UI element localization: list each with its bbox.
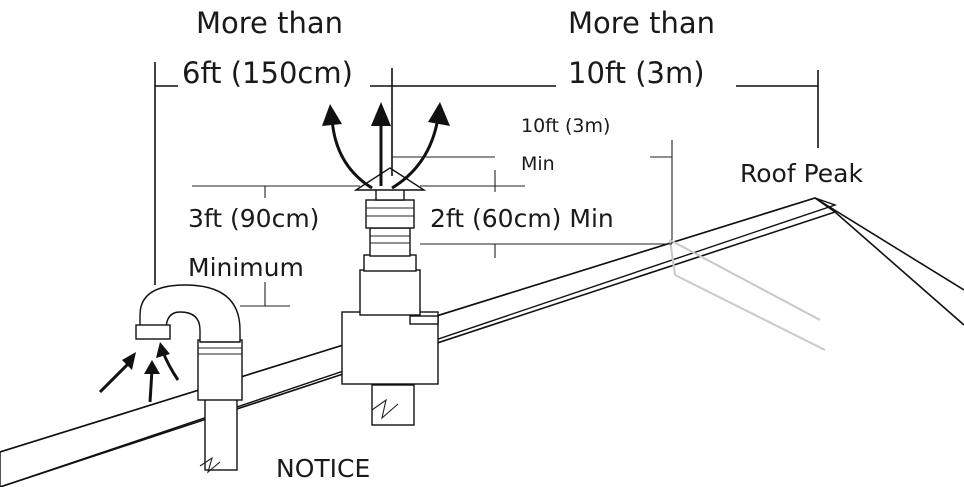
- roof-peak-corner: [814, 197, 836, 213]
- exhaust-arrow: [148, 369, 154, 403]
- vent-break-mark: [371, 398, 399, 420]
- guide-line-join: [669, 239, 676, 276]
- label-horiz-min-value: 10ft (3m): [521, 115, 610, 137]
- label-vert-min-value: 3ft (90cm): [188, 204, 319, 233]
- exhaust-arrow-head: [144, 360, 160, 374]
- label-horiz-min-suffix: Min: [521, 153, 555, 175]
- exhaust-arrow-head: [122, 352, 136, 370]
- labels: More than 6ft (150cm) More than 10ft (3m…: [182, 6, 863, 483]
- gooseneck-exhaust-arrows: [98, 342, 180, 403]
- gooseneck-break-mark: [199, 456, 221, 474]
- vent-pipe-top: [365, 199, 415, 229]
- exhaust-arrow: [391, 117, 440, 190]
- vent-cap: [353, 167, 427, 191]
- vent-pipe-joint: [363, 254, 417, 272]
- exhaust-arrow-head: [322, 104, 342, 126]
- exhaust-arrow-head: [371, 102, 391, 126]
- label-dist-left: 6ft (150cm): [182, 56, 353, 90]
- gooseneck-outlet: [135, 324, 171, 340]
- label-more-than-left: More than: [196, 6, 343, 40]
- exhaust-arrow-head: [428, 102, 450, 126]
- roof: [0, 197, 964, 487]
- exhaust-arrow: [98, 360, 132, 394]
- vent-exhaust-arrows: [322, 102, 450, 190]
- gooseneck-vent: [135, 284, 243, 474]
- roof-bottom-edge: [0, 211, 964, 487]
- label-cap-height: 2ft (60cm) Min: [430, 204, 614, 233]
- guide-line-upper: [669, 239, 821, 321]
- dimension-lines: [154, 62, 819, 307]
- label-more-than-right: More than: [568, 6, 715, 40]
- gooseneck-body: [197, 339, 243, 401]
- label-roof-peak: Roof Peak: [740, 159, 863, 188]
- flashing-collar: [409, 315, 439, 325]
- vent-pipe-lower: [359, 269, 421, 316]
- exhaust-arrow: [161, 351, 180, 381]
- exhaust-arrow-head: [156, 342, 170, 358]
- center-vent: [341, 167, 439, 426]
- label-vert-min-suffix: Minimum: [188, 253, 304, 282]
- exhaust-arrow: [330, 117, 373, 190]
- label-notice: NOTICE: [276, 454, 370, 483]
- label-dist-right: 10ft (3m): [568, 56, 705, 90]
- vent-pipe-upper: [369, 227, 411, 257]
- guide-line-lower: [674, 274, 826, 351]
